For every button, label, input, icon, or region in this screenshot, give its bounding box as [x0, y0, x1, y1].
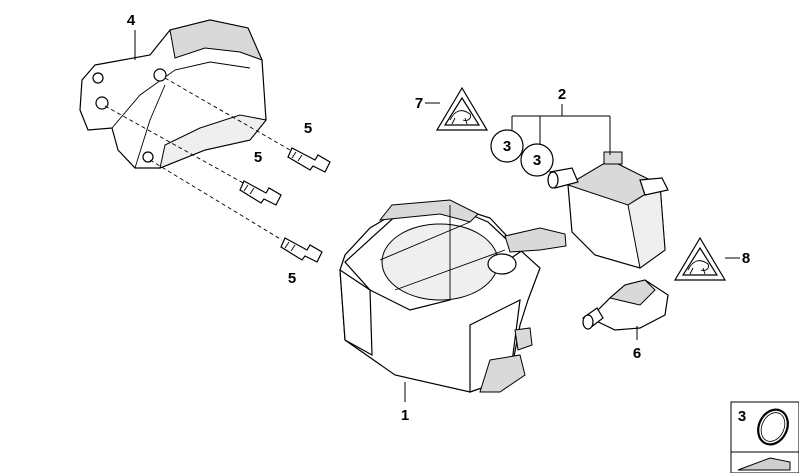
- warning-triangle-icon[interactable]: [435, 86, 489, 131]
- callout-5-upper: 5: [304, 120, 312, 137]
- leader-lines: [134, 30, 740, 402]
- bolt-part-5-middle[interactable]: [239, 180, 282, 206]
- bolt-part-5-upper[interactable]: [287, 147, 331, 173]
- seal-ring-icon: [757, 408, 789, 446]
- sensor-part-6[interactable]: [582, 279, 669, 331]
- bolt-part-5-lower[interactable]: [280, 237, 323, 263]
- seal-ref-3a[interactable]: 3: [490, 129, 524, 163]
- legend-box: 3: [730, 401, 799, 473]
- circled-number: 3: [503, 138, 511, 155]
- callout-8: 8: [742, 250, 750, 267]
- callout-2: 2: [558, 86, 566, 103]
- circled-number: 3: [533, 152, 541, 169]
- callout-5-middle: 5: [254, 149, 262, 166]
- heater-unit-part-2[interactable]: [547, 151, 669, 269]
- seal-ref-3b[interactable]: 3: [520, 143, 554, 177]
- alignment-line: [104, 105, 246, 185]
- bracket-part-4[interactable]: [79, 19, 267, 169]
- callout-6: 6: [633, 345, 641, 362]
- callout-1: 1: [401, 407, 409, 424]
- wedge-icon: [737, 457, 791, 471]
- filter-housing-part-1[interactable]: [339, 199, 567, 393]
- callout-5-lower: 5: [288, 270, 296, 287]
- alignment-line: [149, 159, 283, 241]
- callout-7: 7: [415, 95, 423, 112]
- callout-4: 4: [127, 12, 136, 29]
- alignment-line: [164, 77, 291, 151]
- legend-item-number: 3: [738, 408, 746, 425]
- warning-triangle-icon[interactable]: [673, 236, 727, 281]
